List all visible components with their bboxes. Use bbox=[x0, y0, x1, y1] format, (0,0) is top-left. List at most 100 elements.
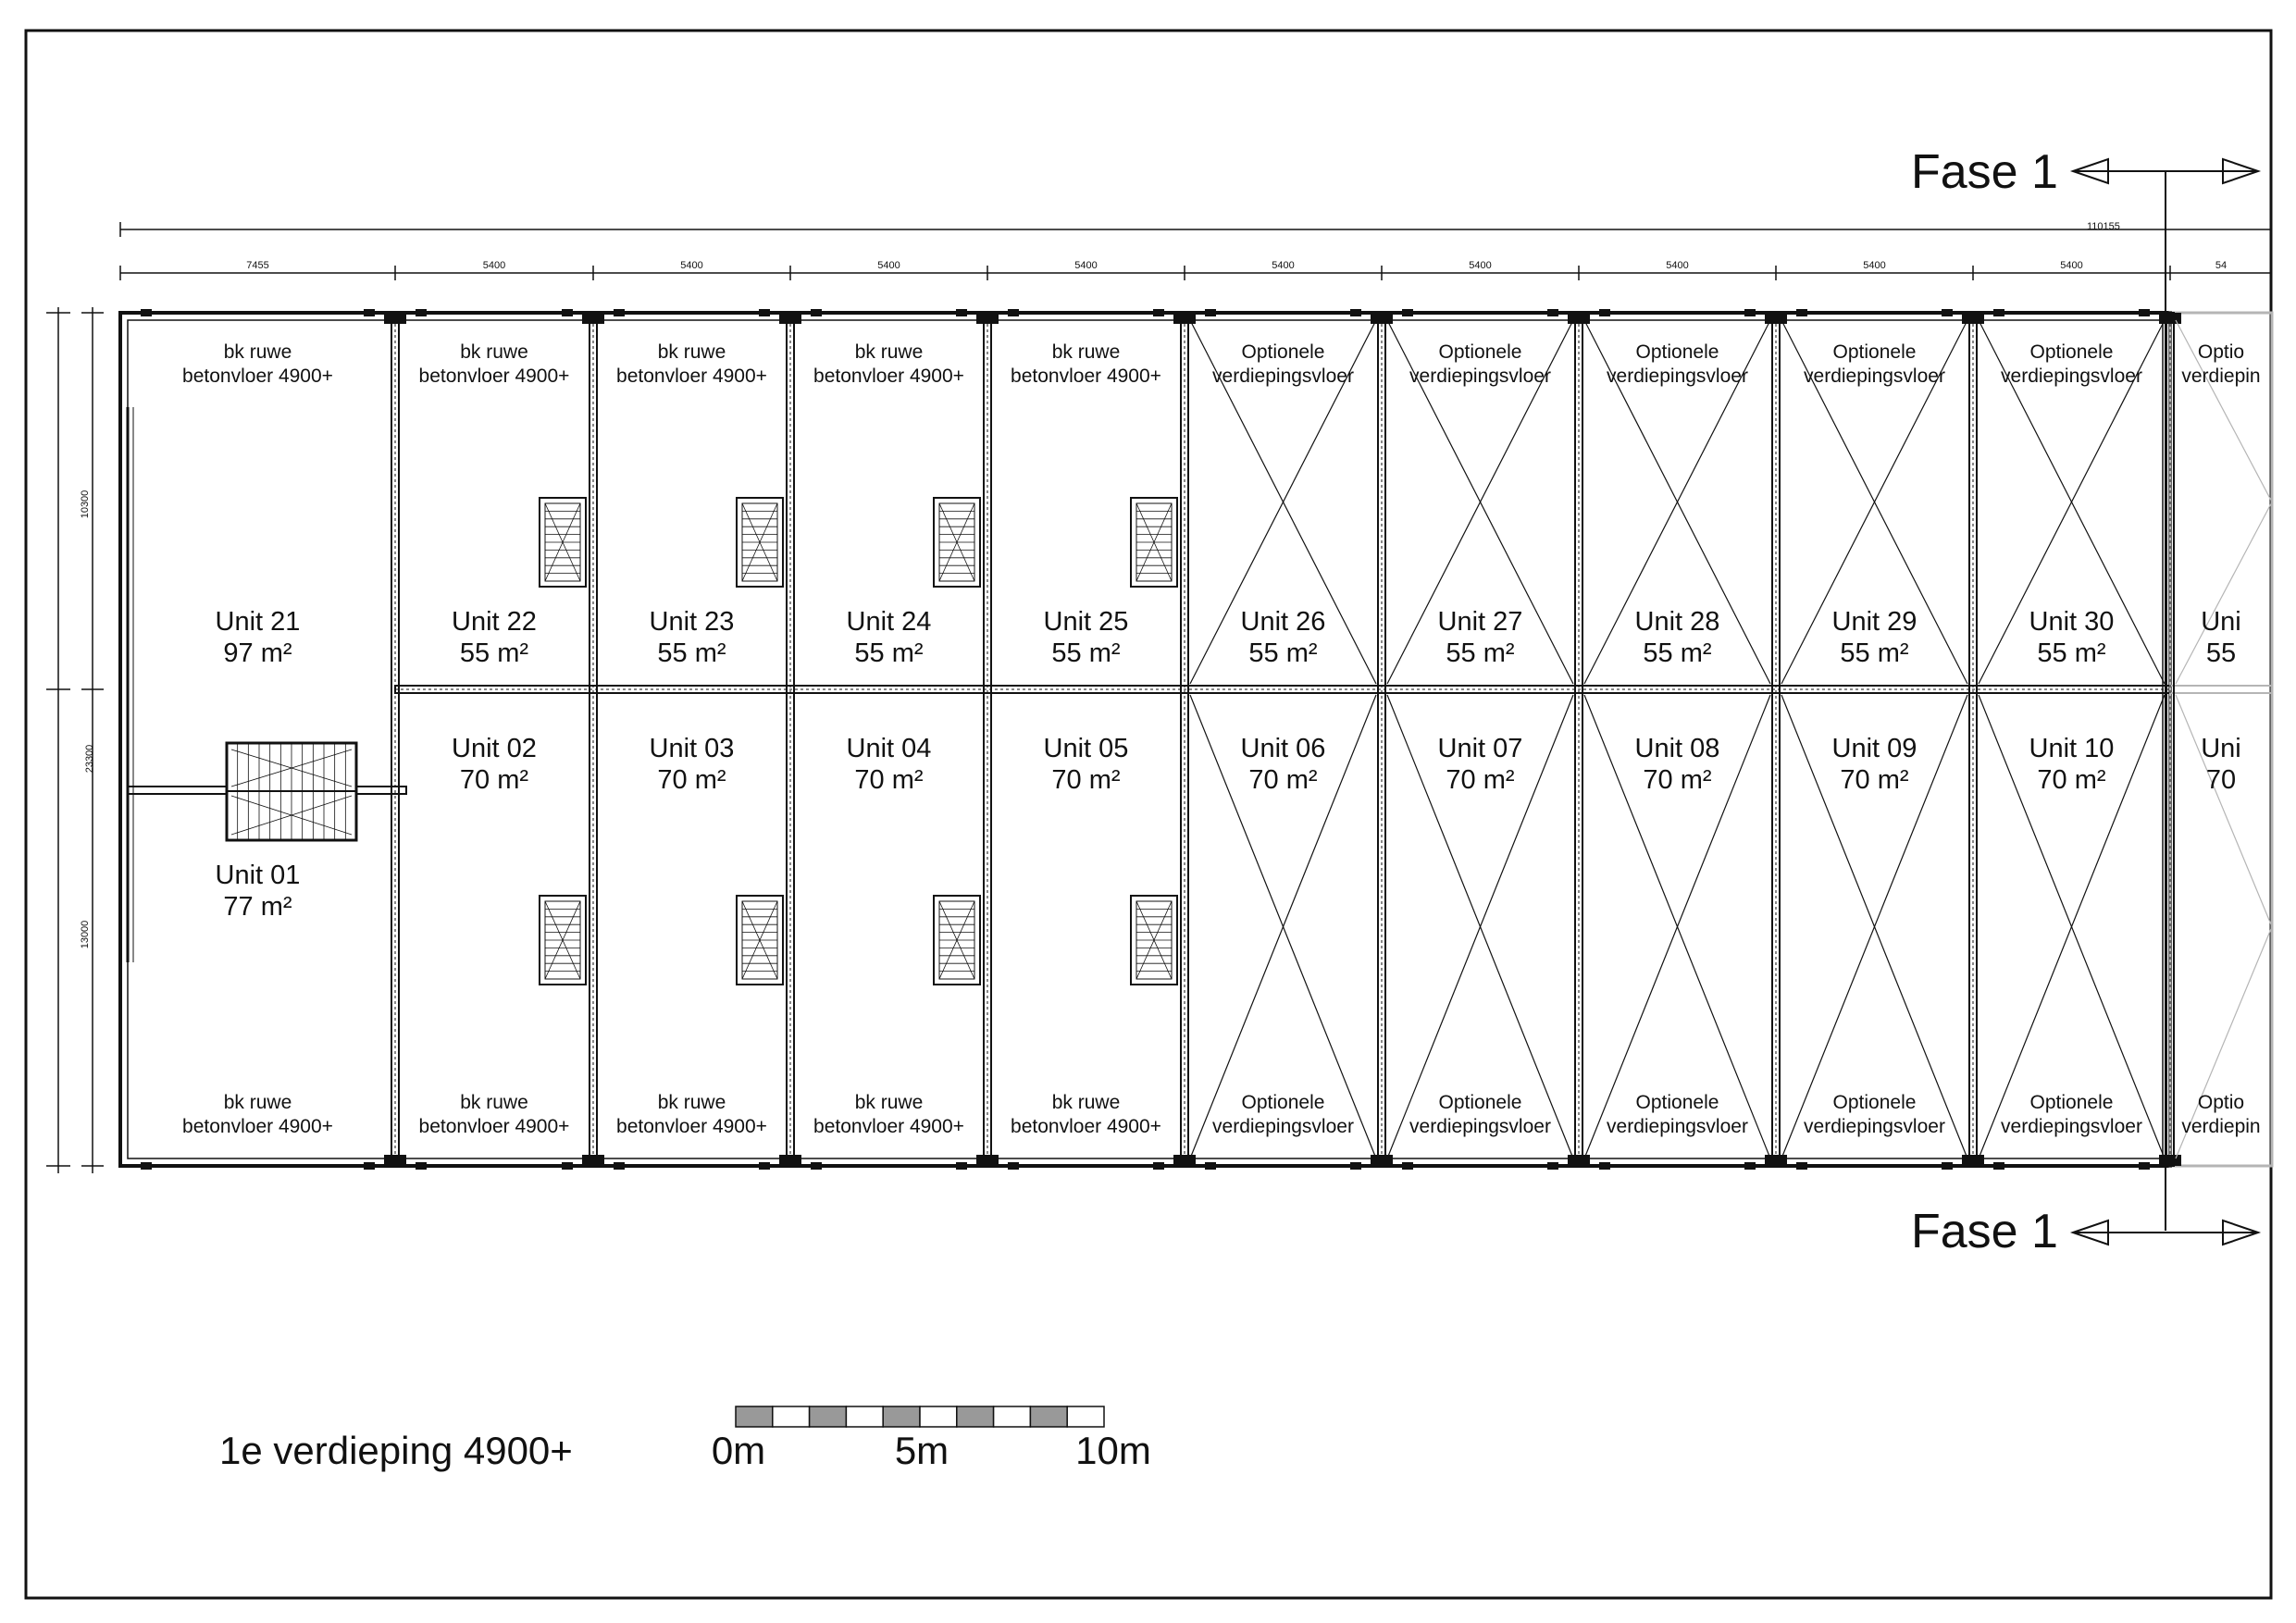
floor-note: betonvloer 4900+ bbox=[616, 1116, 767, 1137]
phase-marker-bottom: Fase 1 bbox=[1911, 1205, 2262, 1258]
faded-cross-diagonal bbox=[2175, 926, 2273, 1159]
scale-segment bbox=[882, 1406, 921, 1428]
column-mark bbox=[1962, 1155, 1984, 1166]
unit-name: Unit 03 bbox=[650, 734, 735, 763]
cross-diagonal bbox=[1583, 319, 1771, 685]
facade-frame-mark bbox=[1547, 309, 1558, 316]
column-mark bbox=[1173, 313, 1196, 324]
facade-frame-mark bbox=[1796, 309, 1807, 316]
stair-lower bbox=[539, 895, 587, 985]
phase-label-top: Fase 1 bbox=[1911, 145, 2058, 199]
facade-frame-mark bbox=[2139, 309, 2150, 316]
cross-diagonal bbox=[1386, 319, 1574, 685]
floor-note: Optionele bbox=[1439, 341, 1522, 363]
floor-note: betonvloer 4900+ bbox=[813, 1116, 964, 1137]
stair-diagonal bbox=[938, 502, 975, 582]
floor-note: bk ruwe bbox=[224, 1092, 292, 1113]
stair-diagonal bbox=[1136, 900, 1173, 980]
facade-frame-mark bbox=[1547, 1162, 1558, 1170]
faded-partition-wall bbox=[2169, 685, 2273, 694]
floor-note: betonvloer 4900+ bbox=[616, 365, 767, 387]
scale-segment bbox=[1066, 1406, 1105, 1428]
column-mark bbox=[779, 313, 801, 324]
column-mark bbox=[976, 1155, 999, 1166]
facade-frame-mark bbox=[1942, 309, 1953, 316]
facade-frame-mark bbox=[364, 309, 375, 316]
facade-frame-mark bbox=[364, 1162, 375, 1170]
cross-diagonal bbox=[1386, 694, 1574, 1159]
bay-dimension-label: 5400 bbox=[1469, 260, 1491, 271]
scale-segment bbox=[735, 1406, 774, 1428]
stair-upper bbox=[539, 497, 587, 588]
bay-dimension-label: 5400 bbox=[1272, 260, 1294, 271]
unit-area: 70 m² bbox=[1446, 765, 1514, 795]
bay-dimension-label: 5400 bbox=[1863, 260, 1885, 271]
stairs bbox=[225, 497, 1178, 985]
floor-note: Optionele bbox=[1242, 341, 1325, 363]
facade-frame-mark bbox=[811, 309, 822, 316]
faded-cross-diagonal bbox=[2175, 319, 2273, 502]
column-mark bbox=[1173, 1155, 1196, 1166]
floor-title: 1e verdieping 4900+ bbox=[219, 1429, 573, 1472]
unit-area: 55 m² bbox=[1643, 638, 1711, 668]
main-stair-diagonal bbox=[230, 795, 353, 836]
stair-upper bbox=[736, 497, 784, 588]
floor-note: verdiepingsvloer bbox=[1804, 1116, 1945, 1137]
unit-name: Unit 23 bbox=[650, 607, 735, 637]
unit-name: Unit 01 bbox=[216, 861, 301, 890]
unit-name: Unit 26 bbox=[1241, 607, 1326, 637]
column-mark bbox=[2159, 1155, 2181, 1166]
facade-frame-mark bbox=[1993, 309, 2004, 316]
stair-diagonal bbox=[938, 900, 975, 980]
facade-frame-mark bbox=[1796, 1162, 1807, 1170]
facade-frame-mark bbox=[614, 1162, 625, 1170]
floor-note: bk ruwe bbox=[1052, 1092, 1121, 1113]
cross-diagonal bbox=[1781, 319, 1968, 685]
stair-lower bbox=[1130, 895, 1178, 985]
stair-diagonal bbox=[544, 900, 581, 980]
unit-area: 70 bbox=[2206, 765, 2236, 795]
unit-name: Unit 25 bbox=[1044, 607, 1129, 637]
unit-name: Unit 07 bbox=[1438, 734, 1523, 763]
floor-note: Optionele bbox=[2030, 341, 2114, 363]
cross-diagonal bbox=[1781, 694, 1968, 1159]
unit-area: 70 m² bbox=[1840, 765, 1908, 795]
facade-frame-mark bbox=[141, 309, 152, 316]
floor-note: verdiepingsvloer bbox=[1607, 1116, 1748, 1137]
unit-area: 55 m² bbox=[854, 638, 923, 668]
facade-frame-mark bbox=[1402, 1162, 1413, 1170]
floor-note: betonvloer 4900+ bbox=[419, 1116, 570, 1137]
unit-area: 70 m² bbox=[2037, 765, 2105, 795]
scale-segment bbox=[772, 1406, 811, 1428]
floor-note: betonvloer 4900+ bbox=[1011, 365, 1161, 387]
floor-note: Optionele bbox=[2030, 1092, 2114, 1113]
floor-note: verdiepingsvloer bbox=[1409, 1116, 1551, 1137]
bay-dimension-label: 5400 bbox=[2060, 260, 2082, 271]
facade-frame-mark bbox=[956, 1162, 967, 1170]
floor-note: bk ruwe bbox=[658, 1092, 726, 1113]
bay-dimension-label: 5400 bbox=[1666, 260, 1688, 271]
column-mark bbox=[976, 313, 999, 324]
stair-lower bbox=[736, 895, 784, 985]
floor-note: betonvloer 4900+ bbox=[1011, 1116, 1161, 1137]
floor-note: Optionele bbox=[1833, 1092, 1917, 1113]
scale-segment bbox=[956, 1406, 995, 1428]
unit-area: 55 bbox=[2206, 638, 2236, 668]
stair-diagonal bbox=[741, 502, 778, 582]
column-mark bbox=[384, 1155, 406, 1166]
column-mark bbox=[2159, 313, 2181, 324]
unit-area: 97 m² bbox=[223, 638, 292, 668]
unit-name: Unit 04 bbox=[847, 734, 932, 763]
unit-area: 70 m² bbox=[1248, 765, 1317, 795]
scale-segment bbox=[845, 1406, 884, 1428]
floor-note: betonvloer 4900+ bbox=[813, 365, 964, 387]
unit-area: 70 m² bbox=[460, 765, 528, 795]
facade-frame-mark bbox=[416, 1162, 427, 1170]
unit-name: Unit 24 bbox=[847, 607, 932, 637]
bay-dimension-label: 5400 bbox=[1074, 260, 1097, 271]
unit-area: 70 m² bbox=[854, 765, 923, 795]
floor-note: Optionele bbox=[1833, 341, 1917, 363]
floor-note: Optio bbox=[2198, 341, 2244, 363]
